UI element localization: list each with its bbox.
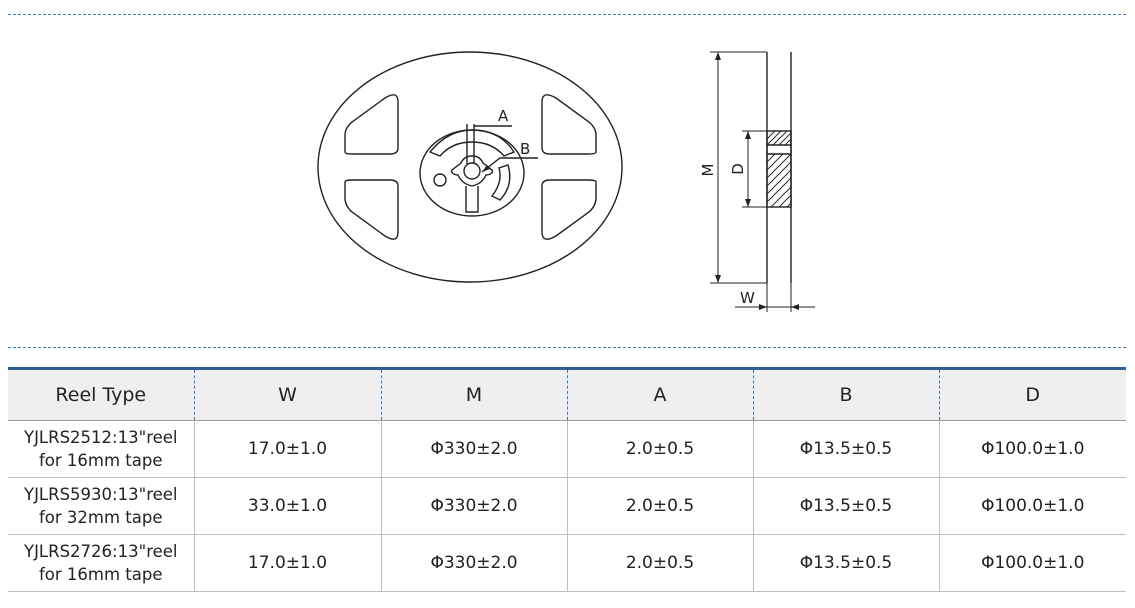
hub-center-star — [450, 155, 494, 187]
reel-type-cell: YJLRS2726:13"reel for 16mm tape — [8, 534, 194, 592]
reel-type-line2: for 16mm tape — [38, 565, 163, 584]
header-w: W — [193, 367, 381, 421]
w-cell: 17.0±1.0 — [193, 534, 381, 592]
table-header-row: Reel Type W M A B D — [8, 367, 1126, 421]
label-b: B — [520, 140, 530, 158]
reel-type-cell: YJLRS2512:13"reel for 16mm tape — [8, 420, 194, 478]
hub-hole — [433, 173, 447, 187]
header-m: M — [380, 367, 567, 421]
m-cell: Φ330±2.0 — [380, 477, 567, 535]
m-cell: Φ330±2.0 — [380, 534, 567, 592]
reel-type-line1: YJLRS2726:13"reel — [23, 542, 178, 561]
d-cell: Φ100.0±1.0 — [938, 534, 1126, 592]
reel-type-line1: YJLRS2512:13"reel — [23, 428, 178, 447]
d-cell: Φ100.0±1.0 — [938, 420, 1126, 478]
header-d: D — [938, 367, 1126, 421]
a-cell: 2.0±0.5 — [566, 477, 753, 535]
label-w: W — [740, 289, 755, 307]
reel-outer-flange — [317, 51, 623, 283]
label-d: D — [729, 163, 747, 175]
reel-hub — [419, 129, 525, 217]
reel-type-line2: for 16mm tape — [38, 451, 163, 470]
reel-window-upper-left — [344, 94, 399, 155]
top-divider — [8, 14, 1126, 15]
hub-slot-lower — [465, 186, 479, 213]
header-a: A — [566, 367, 753, 421]
label-a: A — [498, 107, 509, 125]
w-cell: 33.0±1.0 — [193, 477, 381, 535]
reel-window-upper-right — [541, 94, 597, 155]
b-cell: Φ13.5±0.5 — [752, 477, 939, 535]
w-cell: 17.0±1.0 — [193, 420, 381, 478]
a-cell: 2.0±0.5 — [566, 534, 753, 592]
d-cell: Φ100.0±1.0 — [938, 477, 1126, 535]
reel-type-line2: for 32mm tape — [38, 508, 163, 527]
b-cell: Φ13.5±0.5 — [752, 420, 939, 478]
reel-spec-table: Reel Type W M A B D YJLRS2512:13"reel for… — [8, 367, 1126, 592]
reel-type-cell: YJLRS5930:13"reel for 32mm tape — [8, 477, 194, 535]
reel-window-lower-left — [344, 179, 399, 240]
a-cell: 2.0±0.5 — [566, 420, 753, 478]
hub-slot-upper — [428, 129, 516, 157]
reel-type-line1: YJLRS5930:13"reel — [23, 485, 178, 504]
label-m: M — [699, 164, 717, 177]
header-reel-type: Reel Type — [8, 367, 194, 421]
hub-slot-right — [490, 164, 511, 201]
b-cell: Φ13.5±0.5 — [752, 534, 939, 592]
reel-window-lower-right — [541, 179, 597, 240]
reel-drawing: A B M D W — [317, 51, 815, 312]
hub-center-hole — [463, 162, 481, 180]
header-b: B — [752, 367, 939, 421]
middle-divider — [8, 347, 1126, 348]
m-cell: Φ330±2.0 — [380, 420, 567, 478]
